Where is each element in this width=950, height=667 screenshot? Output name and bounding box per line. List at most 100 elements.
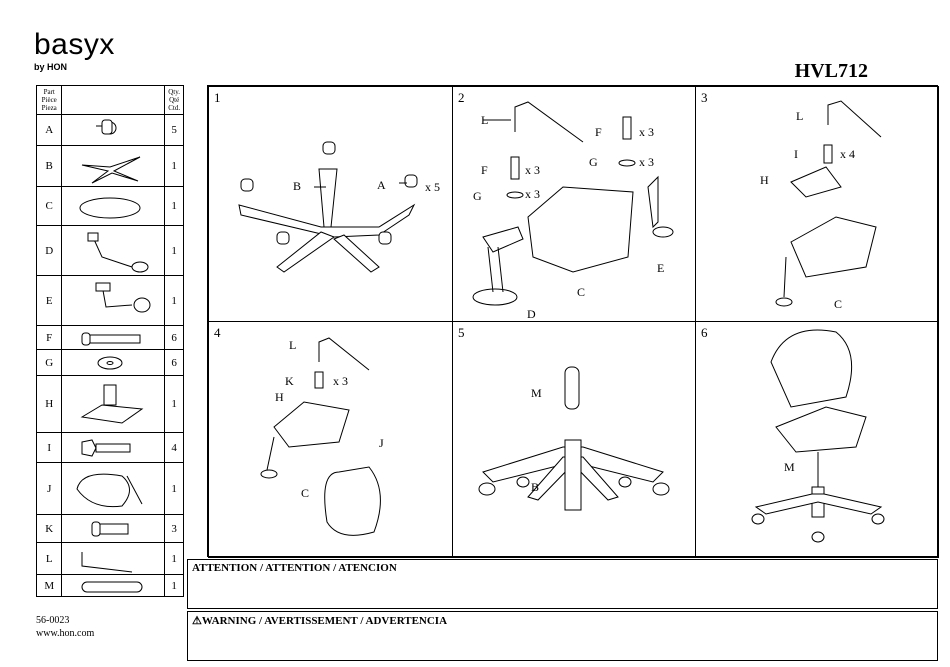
step-4-panel: 4 L K x 3 H C J	[208, 321, 453, 558]
warning-heading: ⚠WARNING / AVERTISSEMENT / ADVERTENCIA	[192, 615, 448, 627]
mechanism-icon	[80, 384, 144, 424]
armrest-left-icon	[87, 232, 149, 272]
step-3-panel: 3 L I x 4 H C	[695, 86, 939, 322]
label-a: A	[377, 178, 386, 192]
allen-wrench-icon	[81, 551, 133, 572]
footer: 56-0023 www.hon.com	[36, 614, 94, 640]
cylinder-icon	[81, 581, 143, 592]
label-j: J	[379, 436, 384, 450]
base-icon	[82, 156, 141, 183]
label-l: L	[481, 113, 489, 127]
step-number: 2	[458, 90, 465, 105]
part-qty: 6	[164, 325, 184, 350]
label-c: C	[577, 285, 586, 299]
part-image	[61, 375, 166, 433]
part-image	[61, 325, 166, 350]
step-2-panel: 2 L F x 3 F x 3 G x 3 G x 3 E C D	[452, 86, 696, 322]
bolt-icon	[81, 438, 131, 457]
base-caster-diagram	[238, 141, 418, 273]
label-h: H	[275, 390, 284, 404]
backrest-diagram	[260, 337, 381, 536]
warning-box: ⚠WARNING / AVERTISSEMENT / ADVERTENCIA	[187, 611, 938, 661]
label-b: B	[531, 480, 540, 494]
label-g: G	[473, 189, 482, 203]
cylinder-base-diagram	[478, 366, 670, 511]
part-qty: 1	[164, 225, 184, 276]
label-k: K	[285, 374, 294, 388]
part-letter: D	[35, 225, 63, 276]
part-qty: 1	[164, 375, 184, 433]
image-header	[61, 85, 166, 115]
part-image	[61, 145, 166, 187]
part-image	[61, 462, 166, 515]
model-number: HVL712	[794, 60, 868, 82]
step-number: 5	[458, 325, 465, 340]
caster-icon	[96, 119, 117, 134]
short-screw-icon	[91, 521, 129, 536]
label-x3: x 3	[525, 163, 540, 177]
part-letter: M	[35, 574, 63, 597]
seat-armrest-diagram	[472, 101, 674, 306]
part-image	[61, 114, 166, 146]
part-image	[61, 225, 166, 276]
part-header: Part Pièce Pieza	[35, 85, 63, 115]
website: www.hon.com	[36, 628, 95, 639]
label-m: M	[531, 386, 542, 400]
label-x3: x 3	[525, 187, 540, 201]
step-number: 6	[701, 325, 708, 340]
part-image	[61, 542, 166, 575]
part-qty: 1	[164, 186, 184, 226]
part-image	[61, 574, 166, 597]
part-letter: B	[35, 145, 63, 187]
part-image	[61, 349, 166, 376]
part-qty: 1	[164, 462, 184, 515]
label-x3: x 3	[333, 374, 348, 388]
step-number: 3	[701, 90, 708, 105]
part-qty: 1	[164, 145, 184, 187]
brand-logo: basyx by HON	[34, 30, 115, 73]
part-letter: J	[35, 462, 63, 515]
brand-tagline: by HON	[34, 62, 68, 72]
part-qty: 5	[164, 114, 184, 146]
label-i: I	[794, 147, 798, 161]
final-assembly-diagram	[751, 329, 885, 543]
step-number: 4	[214, 325, 221, 340]
label-m: M	[784, 460, 795, 474]
part-qty: 3	[164, 514, 184, 543]
step-1-panel: 1 B A x 5	[208, 86, 453, 322]
part-letter: C	[35, 186, 63, 226]
backrest-icon	[76, 473, 143, 507]
part-image	[61, 186, 166, 226]
label-d: D	[527, 307, 536, 321]
label-h: H	[760, 173, 769, 187]
assembly-steps: 1 B A x 5 2	[207, 85, 939, 558]
attention-box: ATTENTION / ATTENTION / ATENCION	[187, 559, 938, 609]
label-e: E	[657, 261, 665, 275]
step-6-panel: 6 M	[695, 321, 939, 558]
label-x3: x 3	[639, 155, 654, 169]
label-c: C	[834, 297, 843, 311]
part-letter: H	[35, 375, 63, 433]
part-qty: 1	[164, 574, 184, 597]
warning-icon: ⚠	[192, 615, 202, 627]
document-code: 56-0023	[36, 615, 70, 626]
part-image	[61, 514, 166, 543]
part-letter: E	[35, 275, 63, 326]
label-x5: x 5	[425, 180, 440, 194]
part-letter: K	[35, 514, 63, 543]
label-f: F	[595, 125, 602, 139]
attention-heading: ATTENTION / ATTENTION / ATENCION	[192, 562, 397, 574]
label-x3: x 3	[639, 125, 654, 139]
label-b: B	[293, 179, 302, 193]
part-qty: 4	[164, 432, 184, 463]
